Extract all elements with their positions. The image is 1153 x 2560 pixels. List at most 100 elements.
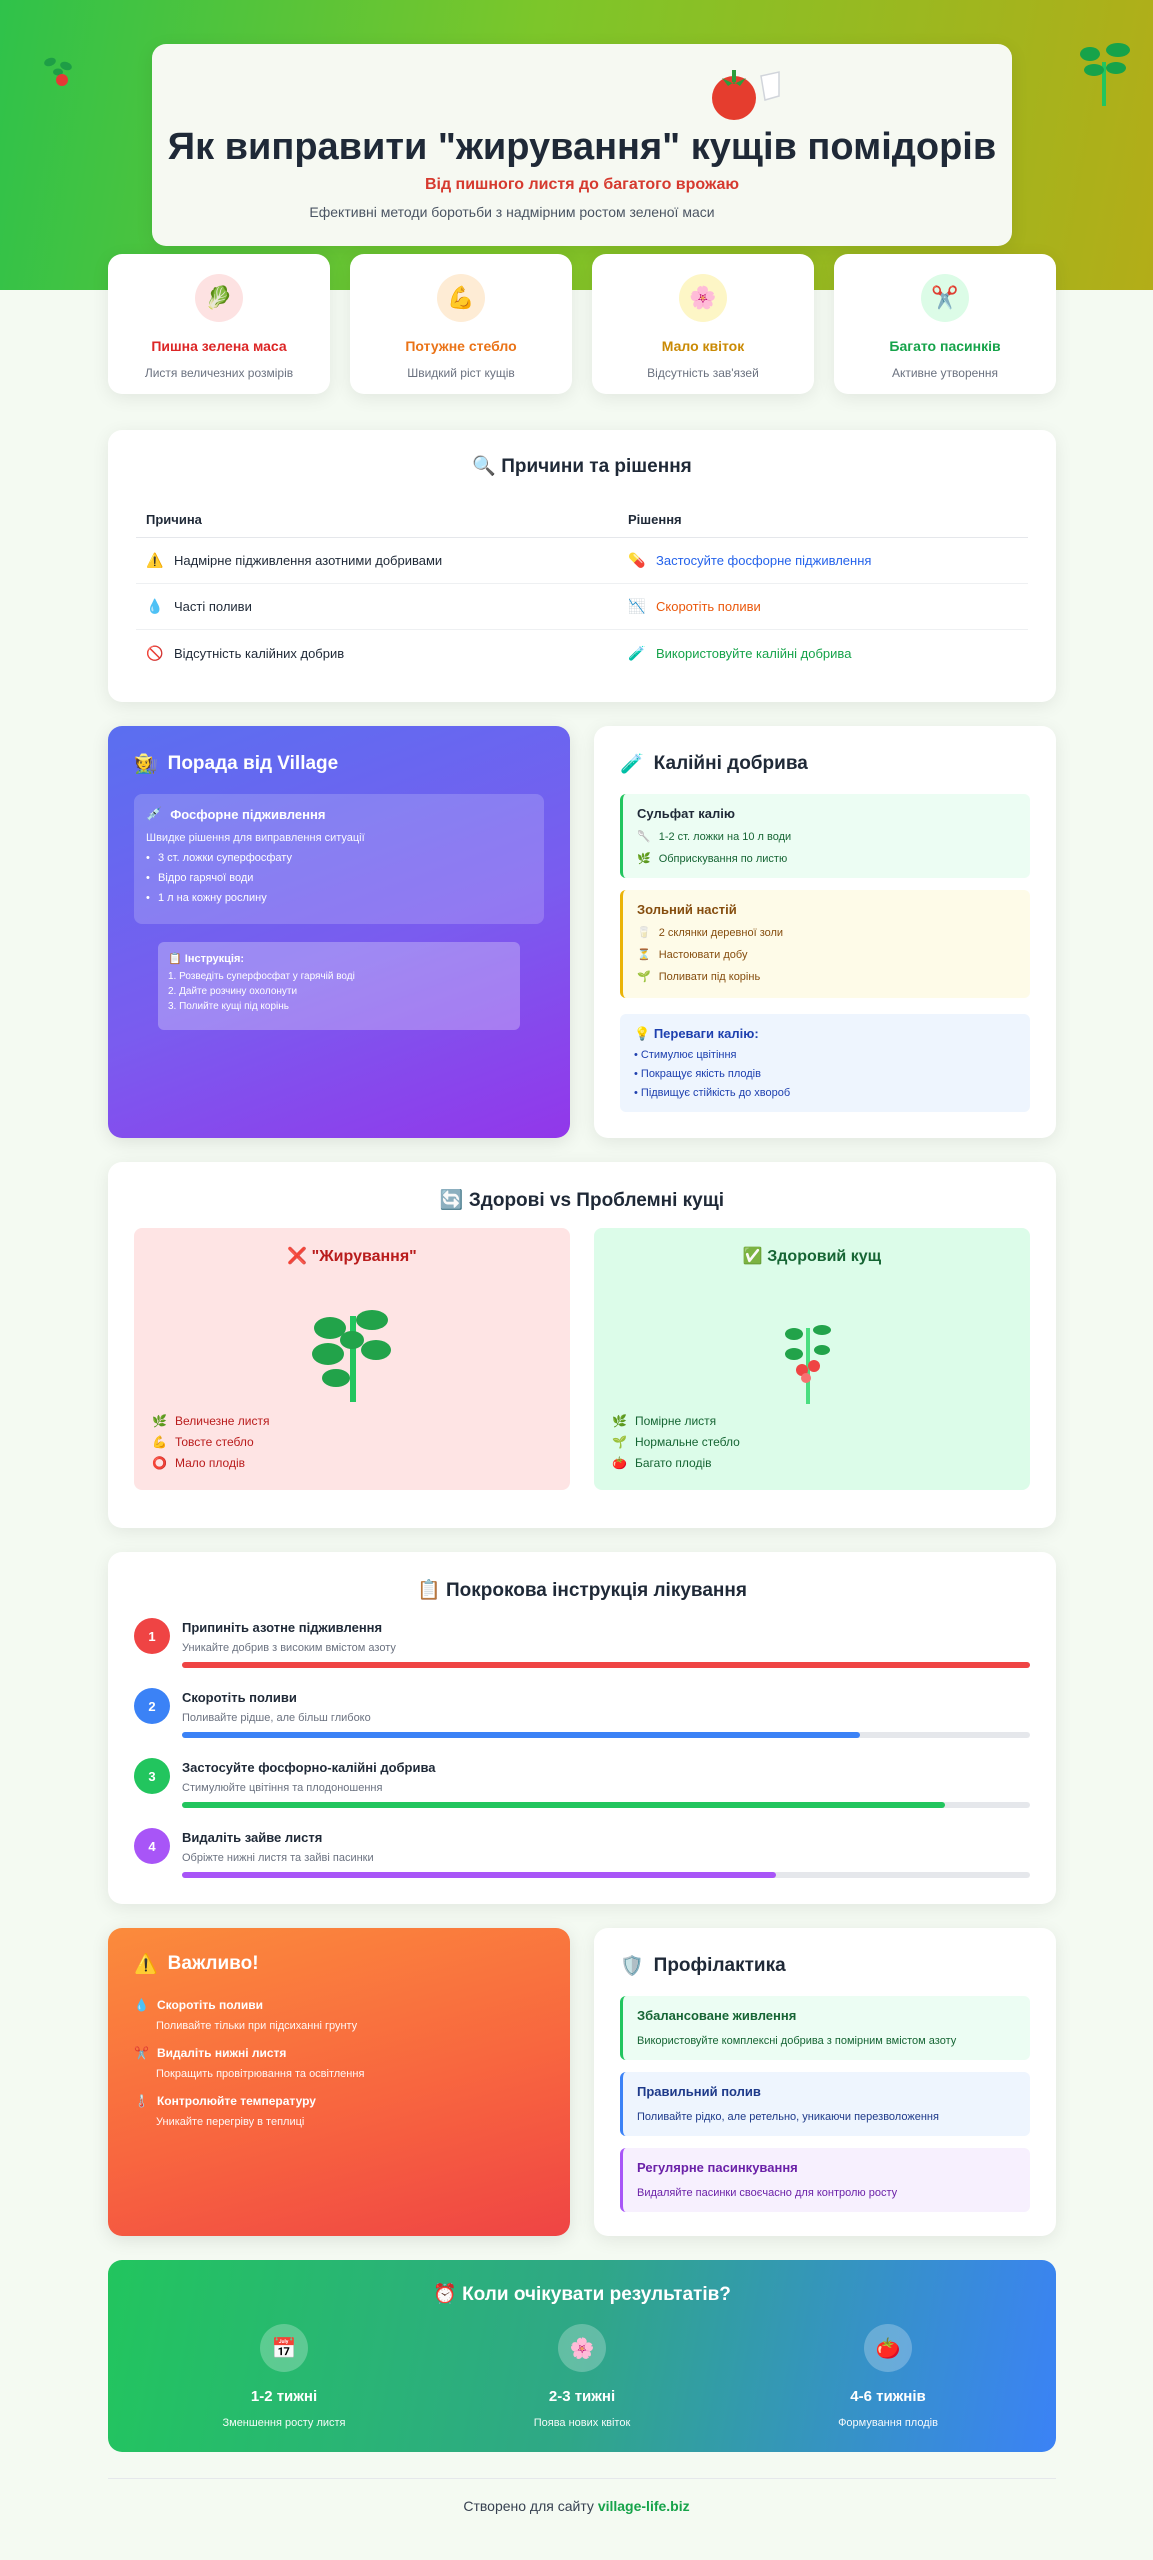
causes-table: Причина Рішення ⚠️ Надмірне підживлення а… bbox=[136, 502, 1028, 676]
magnifier-icon: 🔍 bbox=[472, 456, 496, 477]
benefit-item: • Стимулює цвітіння bbox=[634, 1049, 737, 1061]
village-advice-card: 🧑‍🌾 Порада від Village 💉Фосфорне підживл… bbox=[108, 726, 570, 1138]
feature-title: Пишна зелена маса bbox=[151, 338, 287, 354]
sprout-icon: 🌱 bbox=[612, 1435, 627, 1449]
overgrown-bush-illustration bbox=[312, 1310, 391, 1402]
important-item: 💧Скоротіть поливи Поливайте тільки при п… bbox=[134, 1998, 358, 2032]
phosphorus-subtitle: Швидке рішення для виправлення ситуації bbox=[146, 832, 365, 844]
comparison-section: 🔄 Здорові vs Проблемні кущі ❌ "Жирування… bbox=[108, 1162, 1056, 1528]
ingredient-list: 3 ст. ложки суперфосфату Відро гарячої в… bbox=[146, 852, 532, 904]
tomato-icon: 🍅 bbox=[612, 1456, 627, 1470]
important-title: ⚠️ Важливо! bbox=[134, 1953, 259, 1975]
progress-bar bbox=[182, 1662, 1030, 1668]
list-item: 3. Полийте кущі під корінь bbox=[168, 1001, 289, 1012]
tomato-icon bbox=[712, 70, 780, 120]
problem-list: 🌿Величезне листя 💪Товсте стебло ⭕Мало пл… bbox=[152, 1414, 270, 1470]
step-number: 4 bbox=[134, 1828, 170, 1864]
list-item: 1. Розведіть суперфосфат у гарячій воді bbox=[168, 971, 355, 982]
feature-desc: Листя величезних розмірів bbox=[144, 366, 294, 380]
feature-card-side-shoots: ✂️ Багато пасинків Активне утворення bbox=[834, 254, 1056, 394]
important-item: 🌡️Контролюйте температуру Уникайте перег… bbox=[134, 2094, 316, 2128]
table-row: ⚠️ Надмірне підживлення азотними добривам… bbox=[136, 538, 1028, 584]
clipboard-icon: 📋 bbox=[168, 953, 182, 965]
page-title: Як виправити "жирування" кущів помідорів bbox=[167, 126, 997, 168]
cause-text: Відсутність калійних добрив bbox=[174, 645, 345, 661]
section-title: 📋 Покрокова інструкція лікування bbox=[417, 1580, 747, 1601]
warning-icon: ⚠️ bbox=[146, 552, 164, 568]
section-title: 🔍 Причини та рішення bbox=[472, 456, 692, 477]
solution-text: Використовуйте калійні добрива bbox=[656, 645, 852, 661]
progress-fill bbox=[182, 1802, 946, 1808]
step-number: 3 bbox=[134, 1758, 170, 1794]
feature-desc: Відсутність зав'язей bbox=[647, 366, 759, 380]
treatment-steps-section: 📋 Покрокова інструкція лікування 1 Припи… bbox=[108, 1552, 1056, 1904]
header-card: Як виправити "жирування" кущів помідорів… bbox=[152, 44, 1012, 246]
phosphorus-box: 💉Фосфорне підживлення Швидке рішення для… bbox=[134, 794, 544, 924]
scissors-icon: ✂️ bbox=[134, 2046, 149, 2060]
feature-desc: Швидкий ріст кущів bbox=[407, 366, 515, 380]
prevention-item: Правильний полив Поливайте рідко, але ре… bbox=[620, 2072, 1030, 2136]
sprout-icon: 🌱 bbox=[637, 971, 651, 983]
step-item: 2 Скоротіть поливи Поливайте рідше, але … bbox=[134, 1688, 1030, 1748]
result-milestone: 🍅 4-6 тижнів Формування плодів bbox=[768, 2324, 1008, 2429]
farmer-icon: 🧑‍🌾 bbox=[134, 754, 158, 775]
progress-bar bbox=[182, 1872, 1030, 1878]
feature-title: Багато пасинків bbox=[889, 338, 1001, 354]
leaf-icon: 🥬 bbox=[195, 274, 243, 322]
column-header-cause: Причина bbox=[146, 512, 202, 527]
instruction-list: 1. Розведіть суперфосфат у гарячій воді … bbox=[168, 971, 510, 1012]
step-number: 2 bbox=[134, 1688, 170, 1724]
step-title: Застосуйте фосфорно-калійні добрива bbox=[182, 1760, 436, 1775]
cause-text: Часті поливи bbox=[174, 599, 252, 614]
results-title: ⏰ Коли очікувати результатів? bbox=[433, 2284, 731, 2305]
feature-card-flowers: 🌸 Мало квіток Відсутність зав'язей bbox=[592, 254, 814, 394]
step-title: Видаліть зайве листя bbox=[182, 1830, 323, 1845]
solution-text: Скоротіть поливи bbox=[656, 599, 761, 614]
progress-fill bbox=[182, 1732, 861, 1738]
step-desc: Стимулюйте цвітіння та плодоношення bbox=[182, 1782, 383, 1794]
prevention-item: Регулярне пасинкування Видаляйте пасинки… bbox=[620, 2148, 1030, 2212]
scissors-icon: ✂️ bbox=[921, 274, 969, 322]
step-item: 3 Застосуйте фосфорно-калійні добрива Ст… bbox=[134, 1758, 1030, 1818]
potassium-title: 🧪 Калійні добрива bbox=[620, 753, 808, 775]
problem-bush-panel: ❌ "Жирування" 🌿Величезне листя 💪Товсте с… bbox=[134, 1228, 570, 1490]
spoon-icon: 🥄 bbox=[637, 831, 651, 843]
feature-card-green-mass: 🥬 Пишна зелена маса Листя величезних роз… bbox=[108, 254, 330, 394]
pill-icon: 💊 bbox=[628, 552, 646, 568]
page-tagline: Ефективні методи боротьби з надмірним ро… bbox=[309, 204, 715, 220]
instructions-box: 📋 Інструкція: 1. Розведіть суперфосфат у… bbox=[158, 942, 520, 1030]
step-title: Припиніть азотне підживлення bbox=[182, 1620, 383, 1635]
cause-text: Надмірне підживлення азотними добривами bbox=[174, 553, 443, 568]
droplet-icon: 💧 bbox=[134, 1998, 149, 2012]
list-item: 1 л на кожну рослину bbox=[146, 892, 532, 904]
advice-title: 🧑‍🌾 Порада від Village bbox=[134, 753, 339, 775]
alarm-clock-icon: ⏰ bbox=[433, 2284, 457, 2305]
table-header: Причина Рішення bbox=[136, 502, 1028, 538]
page-subtitle: Від пишного листя до багатого врожаю bbox=[424, 176, 740, 193]
step-number: 1 bbox=[134, 1618, 170, 1654]
footer: Створено для сайту village-life.biz bbox=[0, 2498, 1153, 2514]
solution-text: Застосуйте фосфорне підживлення bbox=[656, 553, 872, 568]
test-tube-icon: 🧪 bbox=[620, 754, 644, 775]
footer-site-link[interactable]: village-life.biz bbox=[597, 2498, 690, 2514]
step-desc: Обріжте нижні листя та зайві пасинки bbox=[182, 1852, 374, 1864]
hourglass-icon: ⏳ bbox=[637, 949, 651, 961]
important-item: ✂️Видаліть нижні листя Покращить провітр… bbox=[134, 2046, 365, 2080]
progress-bar bbox=[182, 1802, 1030, 1808]
flower-icon: 🌸 bbox=[558, 2324, 606, 2372]
progress-fill bbox=[182, 1662, 1030, 1668]
step-desc: Уникайте добрив з високим вмістом азоту bbox=[182, 1642, 396, 1654]
benefit-item: • Покращує якість плодів bbox=[634, 1068, 761, 1080]
tomato-icon: 🍅 bbox=[864, 2324, 912, 2372]
lightbulb-icon: 💡 bbox=[634, 1026, 651, 1041]
progress-fill bbox=[182, 1872, 776, 1878]
prevention-title: 🛡️ Профілактика bbox=[620, 1955, 786, 1977]
healthy-bush-panel: ✅ Здоровий кущ 🌿Помірне листя 🌱Нормальне… bbox=[594, 1228, 1030, 1490]
leaf-icon: 🌿 bbox=[152, 1414, 167, 1428]
shield-icon: 🛡️ bbox=[620, 1956, 644, 1977]
droplet-icon: 💧 bbox=[146, 598, 164, 614]
potassium-sulfate-box: Сульфат калію 🥄1-2 ст. ложки на 10 л вод… bbox=[620, 794, 1030, 878]
important-card: ⚠️ Важливо! 💧Скоротіть поливи Поливайте … bbox=[108, 1928, 570, 2236]
chart-down-icon: 📉 bbox=[628, 598, 646, 614]
step-item: 1 Припиніть азотне підживлення Уникайте … bbox=[134, 1618, 1030, 1678]
